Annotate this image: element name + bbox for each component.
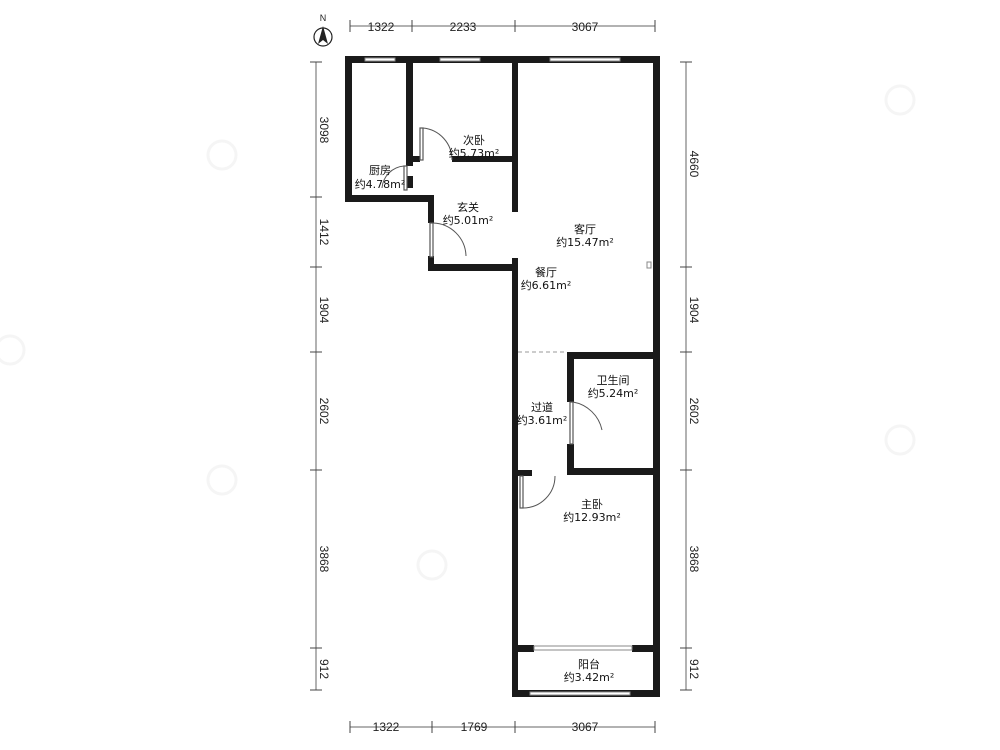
- room-corridor-area: 约3.61m²: [517, 414, 568, 427]
- room-bathroom: 卫生间 约5.24m²: [588, 373, 639, 400]
- dim-right-5: 912: [687, 659, 701, 679]
- dim-left-5: 3868: [317, 546, 331, 573]
- door-bathroom[interactable]: [569, 401, 603, 445]
- dim-left-1: 3098: [317, 117, 331, 144]
- room-balcony-name: 阳台: [578, 657, 600, 671]
- room-living-room-area: 约15.47m²: [556, 236, 614, 249]
- dimension-top: 1322 2233 3067: [349, 20, 656, 34]
- room-kitchen-area: 约4.78m²: [355, 178, 406, 191]
- room-corridor-name: 过道: [531, 400, 553, 414]
- dim-right-1: 4660: [687, 151, 701, 178]
- room-second-bedroom-area: 约5.73m²: [449, 147, 500, 160]
- dim-bottom-1: 1322: [373, 720, 400, 734]
- compass-label: N: [320, 13, 327, 23]
- room-dining-room-name: 餐厅: [535, 265, 557, 279]
- north-arrow-icon: N: [313, 13, 333, 47]
- dim-top-3: 3067: [572, 20, 599, 34]
- dim-bottom-3: 3067: [572, 720, 599, 734]
- watermark-layer: [0, 84, 916, 581]
- room-bathroom-area: 约5.24m²: [588, 387, 639, 400]
- dim-top-2: 2233: [450, 20, 477, 34]
- room-second-bedroom-name: 次卧: [463, 133, 485, 147]
- dimension-bottom: 1322 1769 3067: [349, 720, 656, 734]
- dim-left-2: 1412: [317, 219, 331, 246]
- room-dining-room-area: 约6.61m²: [521, 279, 572, 292]
- room-balcony-area: 约3.42m²: [564, 671, 615, 684]
- dim-top-1: 1322: [368, 20, 395, 34]
- room-living-room: 客厅 约15.47m²: [556, 222, 614, 249]
- room-entrance-area: 约5.01m²: [443, 214, 494, 227]
- windows: [364, 57, 652, 696]
- door-kitchen[interactable]: [381, 165, 408, 191]
- room-balcony: 阳台 约3.42m²: [564, 657, 615, 684]
- dimension-left: 3098 1412 1904 2602 3868 912: [310, 61, 331, 691]
- dim-right-2: 1904: [687, 297, 701, 324]
- room-entrance-name: 玄关: [457, 200, 479, 214]
- room-master-bedroom-area: 约12.93m²: [563, 511, 621, 524]
- dim-left-4: 2602: [317, 398, 331, 425]
- room-bathroom-name: 卫生间: [597, 373, 630, 387]
- dim-bottom-2: 1769: [461, 720, 488, 734]
- room-kitchen-name: 厨房: [369, 164, 391, 177]
- room-second-bedroom: 次卧 约5.73m²: [449, 133, 500, 160]
- room-master-bedroom: 主卧 约12.93m²: [563, 498, 621, 524]
- dim-left-6: 912: [317, 659, 331, 679]
- room-corridor: 过道 约3.61m²: [517, 400, 568, 427]
- room-dining-room: 餐厅 约6.61m²: [521, 265, 572, 292]
- room-kitchen: 厨房 约4.78m²: [355, 164, 406, 191]
- door-master-bedroom[interactable]: [519, 475, 556, 509]
- room-master-bedroom-name: 主卧: [581, 498, 603, 511]
- dimension-right: 4660 1904 2602 3868 912: [680, 61, 701, 691]
- door-second-bedroom[interactable]: [419, 127, 453, 161]
- dim-right-4: 3868: [687, 546, 701, 573]
- dim-right-3: 2602: [687, 398, 701, 425]
- room-entrance: 玄关 约5.01m²: [443, 200, 494, 227]
- dim-left-3: 1904: [317, 297, 331, 324]
- door-entrance[interactable]: [429, 222, 467, 258]
- room-living-room-name: 客厅: [574, 222, 596, 236]
